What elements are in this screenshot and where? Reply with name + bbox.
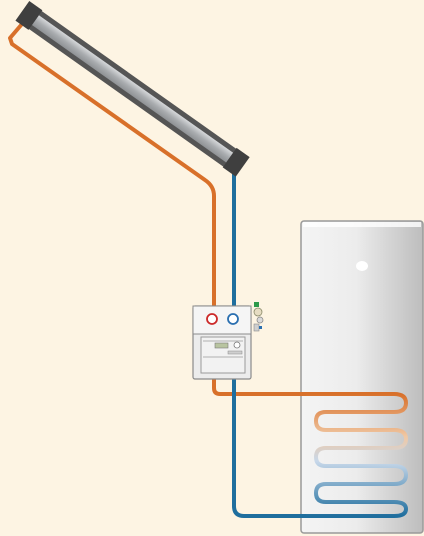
valve-blue-tag [259,326,262,329]
solar-collector-icon [15,1,250,177]
pump-station-icon [192,302,264,380]
tank-body [300,220,424,534]
controller-slot [227,350,243,355]
valve-green-icon [254,302,259,307]
tank-port [356,261,368,271]
tank-top-highlight [303,222,421,227]
valve-knob-icon [253,307,263,317]
collector-glass [31,15,234,163]
cold-gauge-icon [227,313,239,325]
hot-flow-pipe [8,22,306,396]
heat-exchanger-coil-icon [306,392,408,518]
controller-display [214,342,229,349]
controller-knob-icon [233,341,241,349]
cold-return-pipe [232,164,306,518]
station-top-panel [192,305,252,335]
storage-tank [300,220,424,534]
valve-body-icon [253,323,260,332]
hot-gauge-icon [206,313,218,325]
valve-port-icon [256,316,264,324]
collector-end-left [15,1,43,30]
collector-end-right [222,147,250,177]
